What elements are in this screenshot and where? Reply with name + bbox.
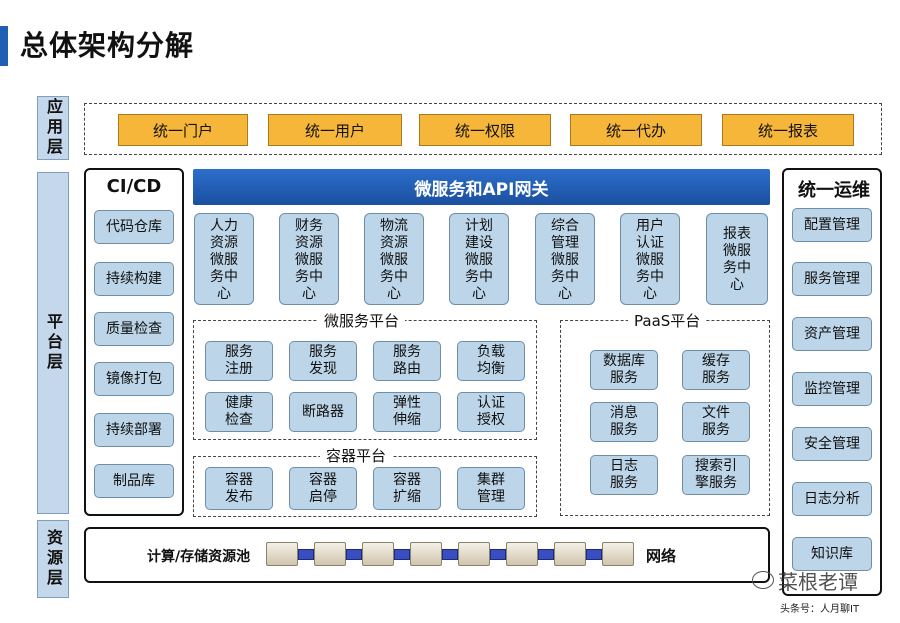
- platform-item: 断路器: [289, 392, 357, 432]
- ops-title: 统一运维: [784, 176, 882, 200]
- service-center: 人力 资源 微服 务中 心: [194, 213, 254, 305]
- paas-item: 搜索引 擎服务: [682, 455, 750, 495]
- ops-item: 资产管理: [792, 317, 872, 351]
- layer-label-platform: 平台层: [37, 172, 69, 514]
- paas-item: 日志 服务: [590, 455, 658, 495]
- paas-item: 缓存 服务: [682, 350, 750, 390]
- cicd-item: 持续部署: [94, 413, 174, 447]
- app-item-user: 统一用户: [268, 114, 402, 146]
- app-item-portal: 统一门户: [118, 114, 248, 146]
- cicd-item: 代码仓库: [94, 210, 174, 244]
- server-icon: [266, 542, 298, 566]
- service-center: 计划 建设 微服 务中 心: [449, 213, 509, 305]
- cicd-item: 质量检查: [94, 312, 174, 346]
- service-center: 综合 管理 微服 务中 心: [535, 213, 595, 305]
- platform-item: 弹性 伸缩: [373, 392, 441, 432]
- cicd-item: 持续构建: [94, 262, 174, 296]
- platform-item: 服务 发现: [289, 341, 357, 381]
- network-link-icon: [394, 549, 410, 560]
- server-icon: [506, 542, 538, 566]
- ops-item: 安全管理: [792, 427, 872, 461]
- wechat-logo-icon: [752, 571, 774, 589]
- microservice-platform-label: 微服务平台: [318, 310, 405, 331]
- platform-item: 健康 检查: [205, 392, 273, 432]
- platform-item: 服务 路由: [373, 341, 441, 381]
- cicd-item: 镜像打包: [94, 362, 174, 396]
- paas-item: 文件 服务: [682, 402, 750, 442]
- paas-item: 数据库 服务: [590, 350, 658, 390]
- container-item: 容器 发布: [205, 467, 273, 510]
- server-icon: [362, 542, 394, 566]
- api-gateway-banner: 微服务和API网关: [193, 169, 770, 205]
- network-link-icon: [346, 549, 362, 560]
- layer-label-app: 应用层: [37, 96, 69, 160]
- cicd-title: CI/CD: [84, 176, 184, 197]
- server-icon: [458, 542, 490, 566]
- paas-platform-label: PaaS平台: [628, 310, 706, 331]
- container-item: 容器 启停: [289, 467, 357, 510]
- app-item-permission: 统一权限: [419, 114, 551, 146]
- ops-item: 配置管理: [792, 208, 872, 242]
- platform-item: 认证 授权: [457, 392, 525, 432]
- watermark-name: 菜根老谭: [778, 566, 858, 595]
- app-item-todo: 统一代办: [570, 114, 702, 146]
- layer-label-resource: 资源层: [37, 520, 69, 598]
- page-title: 总体架构分解: [20, 24, 194, 64]
- server-icon: [314, 542, 346, 566]
- platform-item: 负载 均衡: [457, 341, 525, 381]
- service-center: 用户 认证 微服 务中 心: [620, 213, 680, 305]
- ops-item: 服务管理: [792, 262, 872, 296]
- network-label: 网络: [646, 545, 676, 566]
- network-link-icon: [298, 549, 314, 560]
- app-item-report: 统一报表: [722, 114, 854, 146]
- network-link-icon: [442, 549, 458, 560]
- title-accent-bar: [0, 26, 8, 66]
- network-link-icon: [586, 549, 602, 560]
- ops-item: 监控管理: [792, 372, 872, 406]
- service-center: 报表 微服 务中 心: [706, 213, 768, 305]
- compute-storage-label: 计算/存储资源池: [147, 546, 250, 566]
- server-icon: [554, 542, 586, 566]
- container-item: 容器 扩缩: [373, 467, 441, 510]
- paas-item: 消息 服务: [590, 402, 658, 442]
- network-link-icon: [538, 549, 554, 560]
- container-platform-label: 容器平台: [320, 445, 392, 466]
- service-center: 物流 资源 微服 务中 心: [364, 213, 424, 305]
- platform-item: 服务 注册: [205, 341, 273, 381]
- ops-item: 日志分析: [792, 482, 872, 516]
- cicd-item: 制品库: [94, 464, 174, 498]
- watermark-source: 头条号：人月聊IT: [780, 600, 859, 615]
- service-center: 财务 资源 微服 务中 心: [279, 213, 339, 305]
- network-link-icon: [490, 549, 506, 560]
- server-chain: [266, 542, 634, 566]
- container-item: 集群 管理: [457, 467, 525, 510]
- server-icon: [602, 542, 634, 566]
- server-icon: [410, 542, 442, 566]
